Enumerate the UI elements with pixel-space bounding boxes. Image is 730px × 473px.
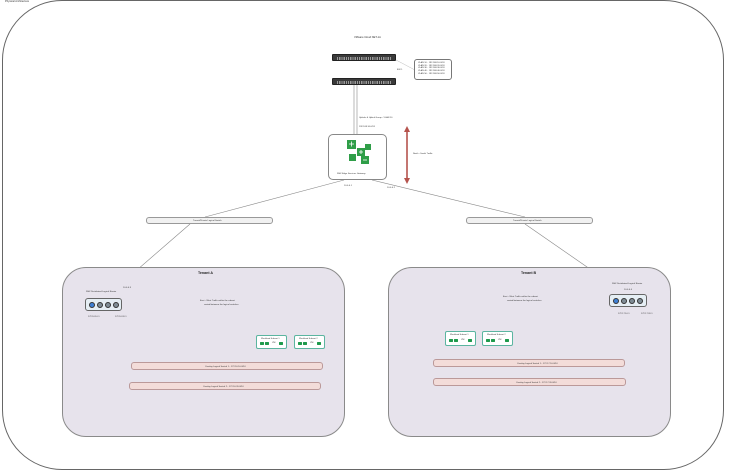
segment-label: Overlay Logical Switch 1 - 172.17.10.0/2… [517, 362, 558, 365]
vm-icon [303, 342, 307, 345]
workload-label: Workload Subnet 1 [261, 337, 280, 340]
tenant-a-container [62, 267, 345, 437]
router-icon [613, 298, 619, 304]
vm-icon [260, 342, 264, 345]
vm-icon [279, 342, 283, 345]
vlan-item: VLAN 10 - 192.168.10.0/24 [418, 62, 445, 64]
tenant-b-port-right: 172.17.20.1 [641, 313, 653, 315]
tenant-b-router-ip: 10.0.0.4 [624, 289, 632, 291]
edge-ip-right: 10.0.0.2 [387, 187, 395, 189]
vm-label: VM [310, 342, 314, 344]
vm-icon [265, 342, 269, 345]
switch-stack-label: VMware Cloud NET-1A [354, 36, 381, 39]
tenant-a-port-right: 172.16.20.1 [115, 316, 127, 318]
tenant-a-router-ip: 10.0.0.3 [123, 287, 131, 289]
vm-icon [468, 339, 472, 342]
vlan-item: VLAN 20 - 192.168.20.0/24 [418, 64, 445, 67]
vlan-item: VLAN 40 - 192.168.40.0/24 [418, 69, 445, 72]
north-south-arrow [404, 126, 410, 184]
tenant-b-overlay-segment-2[interactable]: Overlay Logical Switch 2 - 172.17.20.0/2… [433, 378, 626, 386]
port-icon [97, 302, 103, 308]
router-icon [89, 302, 95, 308]
tenant-a-ew-label-2: routed between the logical switches [204, 304, 239, 306]
tenant-b-distributed-router[interactable] [609, 294, 647, 307]
tenant-b-workload-2[interactable]: Workload Subnet 2 VM [482, 331, 513, 346]
transit-right-label: Transit/Private Logical Switch [513, 220, 542, 222]
tenant-a-workload-1[interactable]: Workload Subnet 1 VM [256, 335, 287, 349]
vm-label: VM [461, 339, 465, 341]
vm-label: VM [272, 342, 276, 344]
vm-icon [505, 339, 509, 342]
tenant-b-router-label: NSX Distributed Logical Router [612, 283, 643, 285]
uplink-subnet-label: 192.168.10.0/24 [359, 126, 375, 128]
port-icon [105, 302, 111, 308]
tenant-b-workload-1[interactable]: Workload Subnet 1 VM [445, 331, 476, 346]
vm-icon [454, 339, 458, 342]
tenant-a-overlay-segment-1[interactable]: Overlay Logical Switch 1 - 172.16.10.0/2… [131, 362, 323, 370]
vlan-item: VLAN 50 - 192.168.50.0/24 [418, 72, 445, 75]
edge-ip-left: 10.0.0.1 [344, 185, 352, 187]
vm-icon [317, 342, 321, 345]
transit-left-label: Transit/Private Logical Switch [193, 220, 222, 222]
tenant-a-workload-2[interactable]: Workload Subnet 2 VM [294, 335, 325, 349]
tenant-a-ew-label-1: East - West Traffic within the subnet [200, 300, 235, 302]
tenant-b-ew-label-1: East - West Traffic within the subnet [503, 296, 538, 298]
edge-label: NSX Edge Services Gateway [337, 173, 366, 175]
tenant-b-title: Tenant B [521, 271, 537, 275]
segment-label: Overlay Logical Switch 2 - 172.17.20.0/2… [516, 381, 557, 384]
port-icon [629, 298, 635, 304]
vlan-note: VLAN 10 - 192.168.10.0/24 VLAN 20 - 192.… [414, 59, 452, 80]
segment-label: Overlay Logical Switch 1 - 172.16.10.0/2… [205, 365, 246, 368]
segment-label: Overlay Logical Switch 2 - 172.16.20.0/2… [203, 385, 244, 388]
vm-label: VM [498, 339, 502, 341]
tenant-b-container [388, 267, 671, 437]
tenant-a-port-left: 172.16.10.1 [88, 316, 100, 318]
transit-logical-switch-left[interactable]: Transit/Private Logical Switch [146, 217, 273, 224]
transit-logical-switch-right[interactable]: Transit/Private Logical Switch [466, 217, 593, 224]
port-icon [621, 298, 627, 304]
top-of-rack-switch-2[interactable] [332, 78, 396, 85]
vm-icon [298, 342, 302, 345]
tenant-b-overlay-segment-1[interactable]: Overlay Logical Switch 1 - 172.17.10.0/2… [433, 359, 625, 367]
tenant-a-title: Tenant A [198, 271, 213, 275]
tenant-b-port-left: 172.17.10.1 [618, 313, 630, 315]
workload-label: Workload Subnet 1 [450, 333, 469, 336]
tenant-a-overlay-segment-2[interactable]: Overlay Logical Switch 2 - 172.16.20.0/2… [129, 382, 321, 390]
vm-icon [491, 339, 495, 342]
edge-gateway-box[interactable]: NSX Edge Services Gateway [328, 134, 387, 180]
page-title: Physical Architecture [5, 0, 30, 3]
north-south-label: North - South Traffic [413, 153, 433, 155]
workload-label: Workload Subnet 2 [299, 337, 318, 340]
uplink-label: Uplinks & Uplink Group - VLAN 10 [359, 117, 393, 119]
vlan-item: VLAN 30 - 192.168.30.0/24 [418, 67, 445, 70]
vm-icon [449, 339, 453, 342]
tenant-a-router-label: NSX Distributed Logical Router [86, 291, 117, 293]
port-icon [637, 298, 643, 304]
trunk-label: 802.1 [397, 69, 403, 71]
workload-label: Workload Subnet 2 [487, 333, 506, 336]
top-of-rack-switch-1[interactable] [332, 54, 396, 61]
tenant-a-distributed-router[interactable] [85, 298, 122, 311]
vm-icon [486, 339, 490, 342]
nsx-edge-icon [347, 140, 371, 164]
tenant-b-ew-label-2: routed between the logical switches [507, 300, 542, 302]
port-icon [113, 302, 119, 308]
